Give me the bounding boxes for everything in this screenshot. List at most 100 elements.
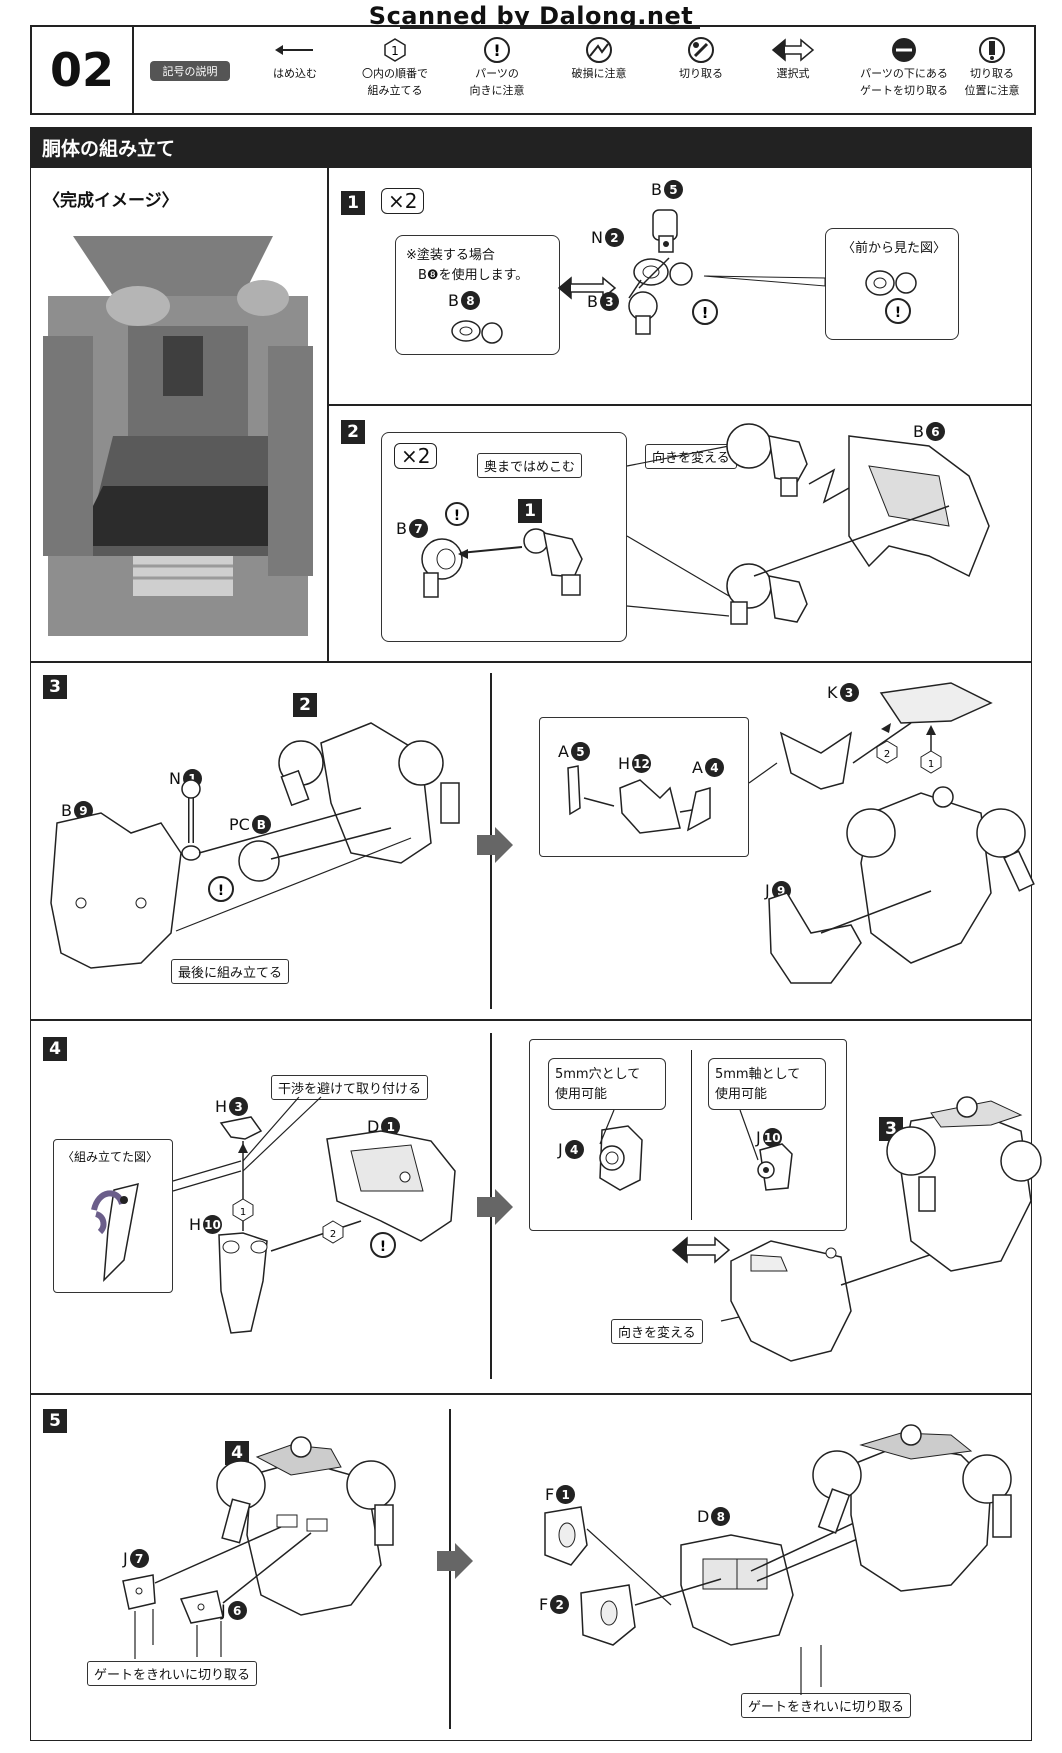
- legend-header: 02 記号の説明 はめ込む 1 〇内の順番で 組み立てる ! パーツの 向きに注…: [30, 25, 1036, 115]
- step-5-left-drawing: [122, 1436, 396, 1659]
- legend-label: 破損に注意: [571, 67, 627, 80]
- step-number: 2: [341, 420, 365, 444]
- change-direction-tag: 向きを変える: [611, 1319, 703, 1344]
- part-b5-drawing: [652, 209, 678, 253]
- section-title: 胴体の組み立て: [30, 127, 1032, 167]
- svg-text:!: !: [895, 305, 901, 321]
- svg-text:!: !: [702, 304, 709, 322]
- avoid-interference-tag: 干渉を避けて取り付ける: [271, 1075, 429, 1100]
- last-assemble-tag: 最後に組み立てる: [171, 959, 290, 984]
- step-number: 1: [341, 191, 365, 215]
- legend-item-gate: パーツの下にある ゲートを切り取る: [844, 35, 964, 99]
- gate-cut-tag-left: ゲートをきれいに切り取る: [87, 1661, 258, 1686]
- hole-option-label: 5mm穴として 使用可能: [548, 1058, 666, 1110]
- legend-label: パーツの 向きに注意: [469, 67, 525, 97]
- hole-option-line2: 使用可能: [555, 1087, 608, 1102]
- svg-text:!: !: [218, 883, 224, 899]
- legend-badge: 記号の説明: [150, 61, 230, 81]
- option-divider: [691, 1050, 693, 1220]
- cut-position-icon: [952, 35, 1032, 65]
- shaft-option-line2: 使用可能: [715, 1087, 768, 1102]
- step-number: 3: [43, 675, 67, 699]
- svg-text:1: 1: [240, 1207, 246, 1218]
- legend-item-cut-position: 切り取る 位置に注意: [952, 35, 1032, 99]
- svg-text:2: 2: [884, 749, 890, 760]
- part-n2-drawing: [633, 258, 693, 286]
- legend-label: 切り取る: [679, 67, 723, 80]
- shaft-option-label: 5mm軸として 使用可能: [708, 1058, 826, 1110]
- arrow-left-icon: [240, 35, 350, 65]
- assembled-view-drawing: [91, 1182, 139, 1282]
- paint-note-line2: B❽を使用します。: [418, 268, 529, 283]
- step-4-left-drawing: 1 2 !: [172, 1096, 456, 1334]
- completed-image-label: 〈完成イメージ〉: [43, 191, 179, 211]
- part-b7-assembly-drawing: [421, 528, 583, 598]
- legend-item-direction: ! パーツの 向きに注意: [442, 35, 552, 99]
- quantity-badge: ×2: [394, 443, 438, 469]
- svg-text:!: !: [454, 508, 460, 524]
- next-step-arrow-icon: [477, 827, 513, 863]
- front-view-drawing: !: [865, 270, 917, 324]
- step-2-drawing: [626, 423, 990, 625]
- double-arrow-icon: [738, 35, 848, 65]
- step-1-leader-lines: [628, 257, 826, 299]
- step-3-left-drawing: !: [50, 722, 460, 969]
- option-drawing: [599, 1109, 793, 1191]
- cut-icon: [646, 35, 756, 65]
- step-3-right-drawing: 1 2: [748, 682, 1035, 984]
- front-view-label: 〈前から見た図〉: [842, 241, 947, 256]
- step-4-right-drawing: [720, 1096, 1042, 1362]
- paint-note-line1: ※塗装する場合: [406, 248, 495, 263]
- ref-step-1: 1: [518, 499, 542, 523]
- face-parts-drawing: [567, 765, 711, 834]
- svg-text:1: 1: [928, 759, 934, 770]
- shaft-option-line1: 5mm軸として: [715, 1067, 801, 1082]
- page-number: 02: [32, 27, 134, 113]
- step-5-right-drawing: [544, 1424, 1012, 1695]
- exclamation-icon: !: [442, 35, 552, 65]
- legend-item-select: 選択式: [738, 35, 848, 82]
- exclamation-icon: !: [692, 299, 718, 325]
- part-b3-drawing: [628, 291, 658, 335]
- next-step-arrow-icon: [477, 1189, 513, 1225]
- next-step-arrow-icon: [437, 1543, 473, 1579]
- legend-label: 〇内の順番で 組み立てる: [362, 67, 428, 97]
- quantity-badge: ×2: [381, 188, 425, 214]
- watermark-underline: [400, 27, 700, 29]
- circle-number-1-icon: 1: [340, 35, 450, 65]
- push-in-tag: 奥まではめこむ: [477, 453, 583, 478]
- front-view-callout: 〈前から見た図〉 !: [825, 228, 959, 340]
- legend-label: 切り取る 位置に注意: [964, 67, 1020, 97]
- svg-text:!: !: [493, 41, 500, 60]
- step-number: 4: [43, 1037, 67, 1061]
- assembled-view-callout: 〈組み立てた図〉: [53, 1139, 173, 1293]
- step-number: 5: [43, 1409, 67, 1433]
- select-double-arrow-icon: [671, 1236, 731, 1264]
- legend-label: 選択式: [776, 67, 810, 80]
